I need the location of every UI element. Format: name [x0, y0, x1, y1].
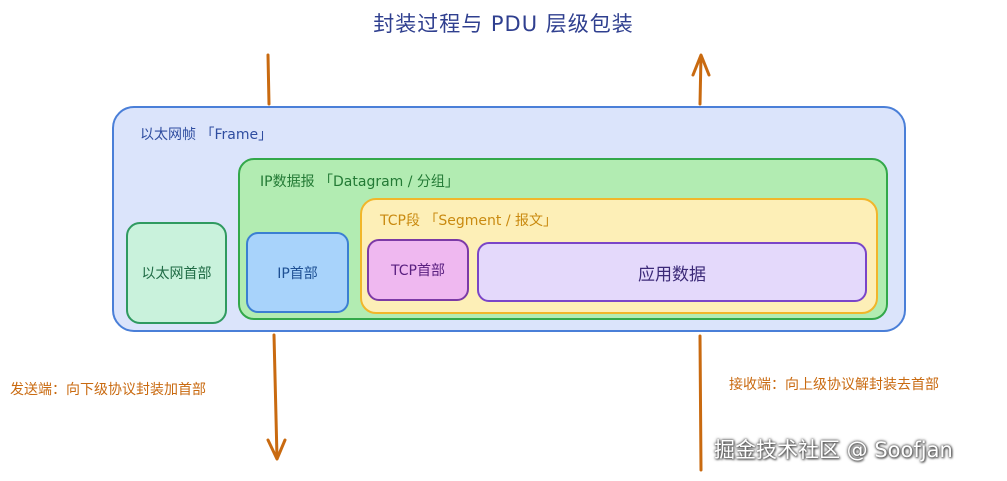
sender-arrow-top	[266, 53, 271, 106]
tcp-header-label: TCP首部	[391, 263, 445, 279]
ip-header-block: IP首部	[246, 232, 349, 313]
ip-datagram-label: IP数据报 「Datagram / 分组」	[260, 174, 459, 190]
sender-arrow-bottom	[272, 333, 279, 460]
watermark: 掘金技术社区 @ Soofjan	[714, 438, 953, 462]
application-data-label: 应用数据	[638, 264, 706, 285]
receiver-arrow-top	[698, 54, 703, 106]
ethernet-header-block: 以太网首部	[126, 222, 227, 324]
receiver-arrow-head	[691, 53, 711, 77]
receiver-arrow-bottom	[698, 334, 703, 472]
ip-header-label: IP首部	[277, 265, 318, 282]
tcp-header-block: TCP首部	[367, 239, 469, 301]
ethernet-frame-label: 以太网帧 「Frame」	[140, 127, 273, 143]
diagram-title: 封装过程与 PDU 层级包装	[373, 12, 634, 36]
tcp-segment-label: TCP段 「Segment / 报文」	[380, 213, 558, 229]
sender-note: 发送端：向下级协议封装加首部	[10, 382, 206, 398]
application-data-block: 应用数据	[477, 242, 867, 302]
sender-arrow-head	[266, 438, 287, 461]
ethernet-header-label: 以太网首部	[141, 266, 212, 282]
receiver-note: 接收端：向上级协议解封装去首部	[729, 377, 939, 393]
